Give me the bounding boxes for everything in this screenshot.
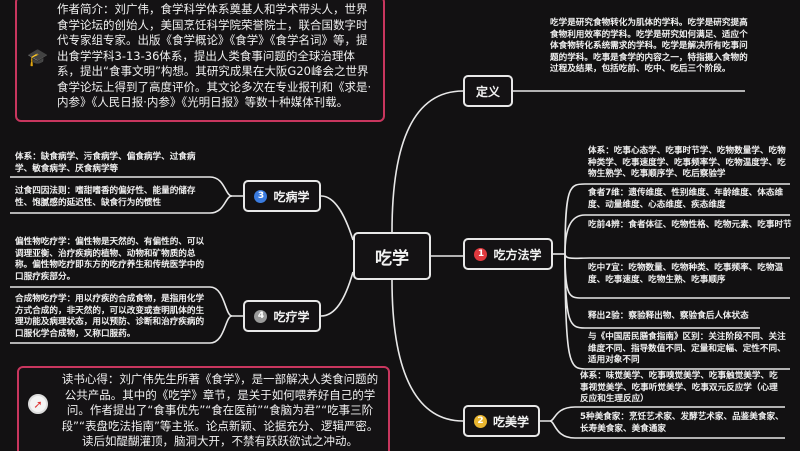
topic-label: 吃美学 bbox=[492, 414, 529, 429]
leaf-item: 体系：味觉美学、吃事嗅觉美学、吃事触觉美学、吃事视觉美学、吃事听觉美学、吃事双元… bbox=[580, 371, 778, 404]
central-topic-label: 吃学 bbox=[375, 248, 409, 269]
topic-label: 吃病学 bbox=[273, 189, 310, 204]
leaf-item: 合成物吃疗学：用以疗疾的合成食物，是指用化学方式合成的，非天然的，可以改变或查明… bbox=[15, 294, 205, 339]
leaf-item: 吃前4辨：食者体征、吃物性格、吃物元素、吃事时节 bbox=[588, 220, 792, 230]
review-note: ➚ 读书心得：刘广伟先生所著《食学》，是一部解决人类食问题的公共产品。其中的《吃… bbox=[17, 366, 390, 451]
author-intro-text: 作者简介：刘广伟，食学科学体系奠基人和学术带头人，世界食学论坛的创始人，美国烹饪… bbox=[57, 2, 372, 109]
leaf-item: 偏性物吃疗学：偏性物是天然的、有偏性的、可以调理亚衡、治疗疾病的植物、动物和矿物… bbox=[15, 237, 205, 282]
topic-eating-disease[interactable]: 3 吃病学 bbox=[243, 180, 321, 212]
leaf-item: 释出2验：察验释出物、察验食后人体状态 bbox=[588, 311, 749, 321]
leaf-item: 与《中国居民膳食指南》区别：关注阶段不同、关注维度不同、指导数值不同、定量和定幅… bbox=[588, 332, 786, 365]
topic-label: 吃疗学 bbox=[273, 309, 310, 324]
leaf-item: 吃中7宜：吃物数量、吃物种类、吃事频率、吃物温度、吃事速度、吃物生熟、吃事顺序 bbox=[588, 263, 784, 285]
number-badge-3: 3 bbox=[254, 189, 268, 203]
definition-text: 吃学是研究食物转化为肌体的学科。吃学是研究提高食物利用效率的学科。吃学是研究如何… bbox=[550, 18, 748, 74]
topic-definition[interactable]: 定义 bbox=[463, 75, 513, 107]
topic-eating-therapy[interactable]: 4 吃疗学 bbox=[243, 300, 321, 332]
graduation-cap-icon: 🎓 bbox=[27, 48, 49, 68]
central-topic[interactable]: 吃学 bbox=[353, 232, 431, 280]
review-text: 读书心得：刘广伟先生所著《食学》，是一部解决人类食问题的公共产品。其中的《吃学》… bbox=[61, 372, 379, 448]
leaf-item: 体系：缺食病学、污食病学、偏食病学、过食病学、敏食病学、厌食病学等 bbox=[15, 152, 196, 174]
topic-eating-aesthetics[interactable]: 2 吃美学 bbox=[463, 405, 540, 437]
leaf-item: 5种美食家：烹饪艺术家、发酵艺术家、品鉴美食家、长寿美食家、美食通家 bbox=[580, 412, 784, 434]
number-badge-4: 4 bbox=[254, 309, 268, 323]
topic-label: 定义 bbox=[475, 84, 500, 99]
leaf-item: 体系：吃事心态学、吃事时节学、吃物数量学、吃物种类学、吃事速度学、吃事频率学、吃… bbox=[588, 146, 786, 179]
topic-eating-method[interactable]: 1 吃方法学 bbox=[463, 238, 553, 270]
compass-icon: ➚ bbox=[28, 394, 48, 414]
topic-label: 吃方法学 bbox=[493, 247, 542, 262]
leaf-item: 食者7维：遗传维度、性别维度、年龄维度、体态维度、动量维度、心态维度、疾态维度 bbox=[588, 188, 784, 210]
leaf-item: 过食四因法则：嗜甜嗜香的偏好性、能量的储存性、饱腻感的延迟性、缺食行为的惯性 bbox=[15, 186, 196, 208]
number-badge-2: 2 bbox=[473, 414, 487, 428]
number-badge-1: 1 bbox=[474, 247, 488, 261]
author-intro-note: 🎓 作者简介：刘广伟，食学科学体系奠基人和学术带头人，世界食学论坛的创始人，美国… bbox=[15, 0, 385, 122]
